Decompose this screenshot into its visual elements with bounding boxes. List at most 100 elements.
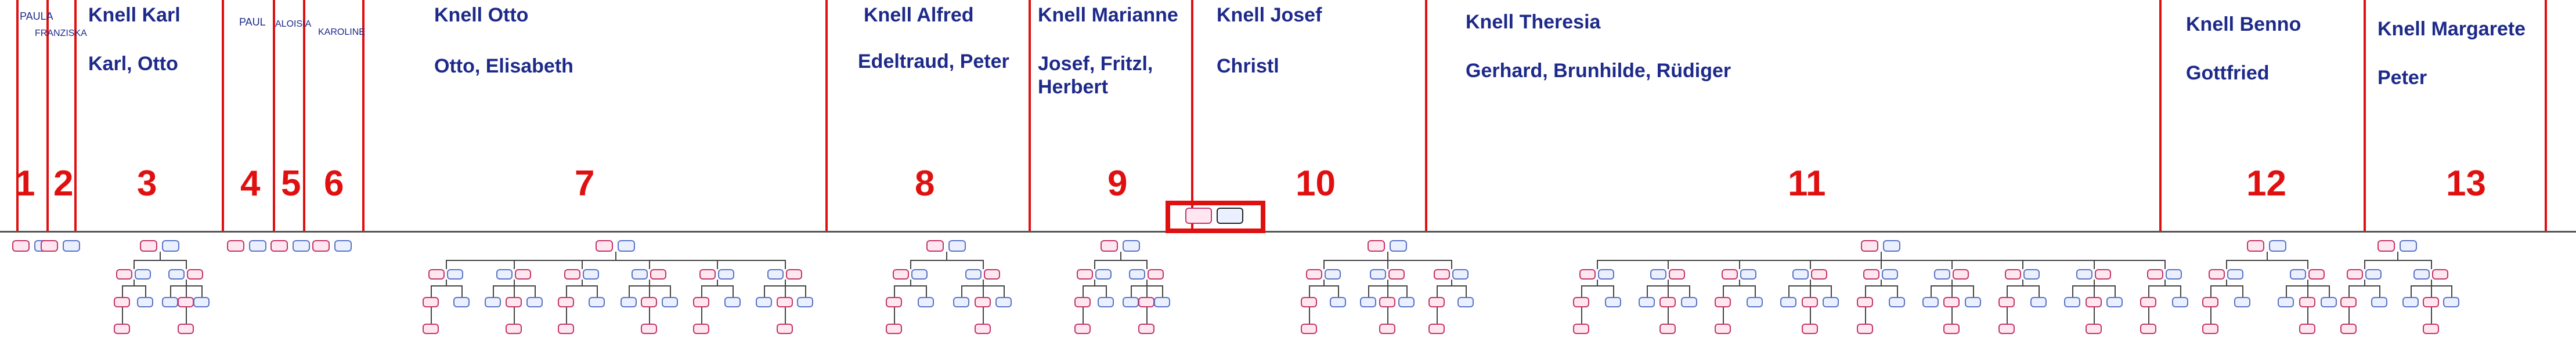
person-node[interactable] bbox=[785, 269, 802, 280]
person-node[interactable] bbox=[485, 297, 502, 307]
person-node[interactable] bbox=[693, 324, 710, 334]
person-node[interactable] bbox=[1390, 240, 1407, 252]
person-node[interactable] bbox=[447, 269, 464, 280]
person-node[interactable] bbox=[1740, 269, 1756, 280]
person-node[interactable] bbox=[776, 324, 793, 334]
person-node[interactable] bbox=[2422, 297, 2439, 307]
person-node[interactable] bbox=[756, 297, 773, 307]
person-node[interactable] bbox=[1801, 297, 1818, 307]
person-node[interactable] bbox=[114, 297, 130, 307]
person-node[interactable] bbox=[2209, 269, 2225, 280]
person-node[interactable] bbox=[2094, 269, 2111, 280]
person-node[interactable] bbox=[911, 269, 928, 280]
person-node[interactable] bbox=[1074, 324, 1091, 334]
person-node[interactable] bbox=[564, 269, 580, 280]
person-node[interactable] bbox=[650, 269, 667, 280]
person-node[interactable] bbox=[1715, 324, 1731, 334]
person-node[interactable] bbox=[1457, 297, 1474, 307]
person-node[interactable] bbox=[974, 324, 991, 334]
person-node[interactable] bbox=[1922, 297, 1939, 307]
person-node[interactable] bbox=[140, 240, 157, 252]
person-node[interactable] bbox=[582, 269, 599, 280]
person-node[interactable] bbox=[526, 297, 543, 307]
person-node[interactable] bbox=[2146, 269, 2163, 280]
person-node[interactable] bbox=[1572, 297, 1589, 307]
person-node[interactable] bbox=[983, 269, 1000, 280]
person-node[interactable] bbox=[2308, 269, 2325, 280]
person-node[interactable] bbox=[767, 269, 784, 280]
person-node[interactable] bbox=[168, 269, 185, 280]
person-node[interactable] bbox=[1659, 324, 1676, 334]
person-node[interactable] bbox=[422, 297, 439, 307]
person-node[interactable] bbox=[1882, 269, 1898, 280]
person-node[interactable] bbox=[2320, 297, 2337, 307]
person-node[interactable] bbox=[506, 324, 522, 334]
person-node[interactable] bbox=[1153, 297, 1170, 307]
person-node[interactable] bbox=[1368, 240, 1385, 252]
person-node[interactable] bbox=[1428, 324, 1445, 334]
person-node[interactable] bbox=[886, 297, 902, 307]
person-node[interactable] bbox=[641, 297, 658, 307]
person-node[interactable] bbox=[2085, 324, 2102, 334]
person-node[interactable] bbox=[422, 324, 439, 334]
person-node[interactable] bbox=[1359, 297, 1376, 307]
person-node[interactable] bbox=[1669, 269, 1686, 280]
person-node[interactable] bbox=[1681, 297, 1697, 307]
person-node[interactable] bbox=[1379, 297, 1395, 307]
person-node[interactable] bbox=[1325, 269, 1341, 280]
person-node[interactable] bbox=[1217, 208, 1243, 224]
person-node[interactable] bbox=[114, 324, 130, 334]
person-node[interactable] bbox=[506, 297, 522, 307]
person-node[interactable] bbox=[632, 269, 648, 280]
person-node[interactable] bbox=[2413, 269, 2430, 280]
person-node[interactable] bbox=[2365, 269, 2382, 280]
person-node[interactable] bbox=[2140, 324, 2157, 334]
person-node[interactable] bbox=[1098, 297, 1114, 307]
person-node[interactable] bbox=[1138, 324, 1154, 334]
person-node[interactable] bbox=[995, 297, 1012, 307]
person-node[interactable] bbox=[2431, 269, 2448, 280]
person-node[interactable] bbox=[1861, 240, 1878, 252]
person-node[interactable] bbox=[948, 240, 966, 252]
person-node[interactable] bbox=[2278, 297, 2294, 307]
person-node[interactable] bbox=[515, 269, 531, 280]
person-node[interactable] bbox=[1452, 269, 1469, 280]
person-node[interactable] bbox=[558, 297, 574, 307]
person-node[interactable] bbox=[312, 240, 330, 252]
person-node[interactable] bbox=[1123, 240, 1140, 252]
person-node[interactable] bbox=[2234, 297, 2250, 307]
person-node[interactable] bbox=[1330, 297, 1346, 307]
person-node[interactable] bbox=[1856, 324, 1873, 334]
person-node[interactable] bbox=[116, 269, 132, 280]
person-node[interactable] bbox=[2247, 240, 2264, 252]
person-node[interactable] bbox=[2202, 324, 2218, 334]
person-node[interactable] bbox=[2140, 297, 2157, 307]
person-node[interactable] bbox=[135, 269, 151, 280]
person-node[interactable] bbox=[1428, 297, 1445, 307]
person-node[interactable] bbox=[453, 297, 470, 307]
person-node[interactable] bbox=[1434, 269, 1450, 280]
person-node[interactable] bbox=[1095, 269, 1112, 280]
person-node[interactable] bbox=[1138, 297, 1154, 307]
person-node[interactable] bbox=[293, 240, 310, 252]
person-node[interactable] bbox=[193, 297, 210, 307]
person-node[interactable] bbox=[1638, 297, 1655, 307]
person-node[interactable] bbox=[2023, 269, 2040, 280]
person-node[interactable] bbox=[596, 240, 613, 252]
person-node[interactable] bbox=[2299, 297, 2315, 307]
person-node[interactable] bbox=[886, 324, 902, 334]
person-node[interactable] bbox=[2064, 297, 2080, 307]
person-node[interactable] bbox=[589, 297, 605, 307]
person-node[interactable] bbox=[1810, 269, 1827, 280]
person-node[interactable] bbox=[718, 269, 734, 280]
person-node[interactable] bbox=[162, 297, 179, 307]
person-node[interactable] bbox=[249, 240, 266, 252]
person-node[interactable] bbox=[974, 297, 991, 307]
person-node[interactable] bbox=[41, 240, 58, 252]
person-node[interactable] bbox=[2371, 297, 2387, 307]
person-node[interactable] bbox=[1883, 240, 1900, 252]
person-node[interactable] bbox=[1370, 269, 1386, 280]
person-node[interactable] bbox=[953, 297, 969, 307]
person-node[interactable] bbox=[2400, 240, 2417, 252]
person-node[interactable] bbox=[724, 297, 741, 307]
